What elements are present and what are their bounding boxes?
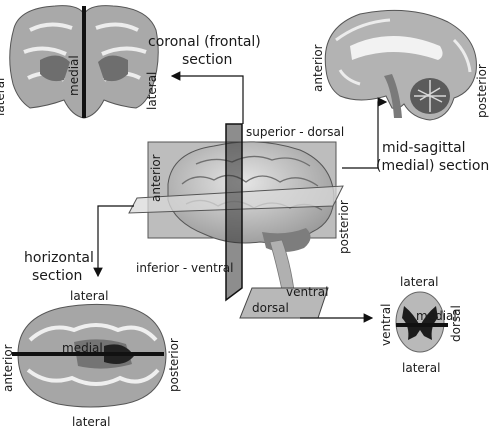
spinal-medial-line (396, 323, 448, 327)
arrow-to-coronal (170, 71, 244, 124)
sagittal-brainstem (384, 74, 402, 118)
spinal-ventral-label: ventral (379, 304, 393, 346)
sagittal-plane (225, 123, 243, 302)
coronal-title-line2: section (182, 52, 232, 68)
connector-arrows (93, 71, 388, 323)
coronal-title-line1: coronal (frontal) (148, 34, 261, 50)
arrow-to-sagittal (342, 97, 388, 169)
sagittal-posterior-label: posterior (475, 64, 489, 118)
horizontal-white-matter (26, 323, 160, 386)
horizontal-section: lateral medial anterior posterior latera… (1, 250, 181, 429)
central-anterior-label: anterior (149, 154, 163, 202)
coronal-medial-line (82, 6, 86, 118)
coronal-deep-nuclei (40, 55, 128, 82)
horizontal-posterior-label: posterior (167, 338, 181, 392)
arrow-to-horizontal (93, 205, 134, 278)
coronal-section: lateral medial lateral coronal (frontal)… (0, 5, 261, 119)
spinal-dorsal-label: dorsal (449, 305, 463, 342)
sagittal-brain-slice (324, 9, 477, 121)
central-posterior-label: posterior (337, 200, 351, 254)
horizontal-title-line1: horizontal (24, 250, 94, 266)
sagittal-title-line2: (medial) section (376, 158, 489, 174)
horizontal-medial-label: medial (62, 341, 103, 355)
central-brain: superior - dorsal anterior posterior inf… (128, 123, 351, 319)
sagittal-section: anterior posterior mid-sagittal (medial)… (311, 9, 489, 174)
spinal-plane-dorsal-label: dorsal (252, 301, 289, 315)
horizontal-medial-line (12, 352, 164, 356)
horizontal-title-line2: section (32, 268, 82, 284)
coronal-lateral-left-label: lateral (0, 78, 7, 116)
inferior-ventral-label: inferior - ventral (136, 261, 233, 275)
horizontal-lateral-bottom-label: lateral (72, 415, 110, 429)
coronal-medial-label: medial (67, 55, 81, 96)
spinal-plane-ventral-label: ventral (286, 285, 328, 299)
spinal-lateral-bottom-label: lateral (402, 361, 440, 375)
spinal-lateral-top-label: lateral (400, 275, 438, 289)
coronal-white-matter (23, 22, 147, 82)
spinal-medial-label: medial (416, 309, 457, 323)
sagittal-anterior-label: anterior (311, 44, 325, 92)
spinal-outline (395, 291, 445, 353)
sagittal-title-line1: mid-sagittal (382, 140, 466, 156)
horizontal-anterior-label: anterior (1, 344, 15, 392)
spinal-grey-matter (402, 306, 438, 340)
spinal-section: lateral medial ventral dorsal lateral (379, 275, 463, 375)
horizontal-lateral-top-label: lateral (70, 289, 108, 303)
coronal-lateral-right-label: lateral (145, 72, 159, 110)
sagittal-corpus-callosum (350, 36, 443, 60)
sagittal-cerebellum-folia (414, 80, 446, 112)
sagittal-gyri (335, 18, 472, 86)
superior-dorsal-label: superior - dorsal (246, 125, 344, 139)
